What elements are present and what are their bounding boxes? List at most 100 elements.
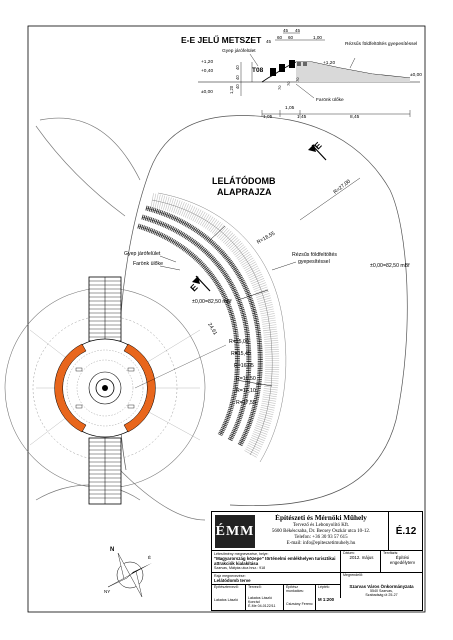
step-1: 70	[277, 85, 282, 90]
section-label-rezsu: Rézsűs földfeltöltés gyepesítéssel	[345, 41, 417, 47]
drawing-label: Rajz megnevezése:	[214, 574, 246, 578]
section-mark-top: E	[308, 140, 327, 161]
dim-top-2: 45	[283, 28, 289, 33]
client-label: Megrendelő:	[343, 573, 363, 577]
plan-label-faronk: Farönk ülőke	[133, 261, 163, 267]
sheet-number-cell: É.12	[388, 512, 423, 550]
people-row: Építésztervező: Lakatos László Tervező: …	[212, 584, 340, 611]
compass-north: N	[110, 547, 114, 553]
plan-title-2: ALAPRAJZA	[217, 187, 272, 197]
mound-outline	[118, 115, 408, 506]
structural-cell: Építész munkatárs: Csizsány Ferenc	[283, 585, 315, 611]
client-label-cell: Megrendelő:	[340, 573, 422, 584]
firm-name: Építészeti és Mérnöki Műhely	[275, 514, 367, 522]
plan-title-1: LELÁTÓDOMB	[212, 175, 276, 186]
client-row: Szarvas Város Önkormányzata 5540 Szarvas…	[340, 584, 422, 598]
logo-text: ÉMM	[215, 523, 255, 539]
step-2: 70	[286, 81, 291, 86]
central-tower	[54, 338, 156, 438]
plan-label-gyep: Gyep járófelület	[124, 251, 161, 257]
drawing-row: Rajz megnevezése: Lelátódomb terve Megre…	[212, 572, 422, 584]
firm-email: E-mail: info@epiteszetimuhely.hu	[286, 541, 356, 546]
project-title: "Magyarország közepe" történelmi emlékhe…	[214, 556, 336, 566]
plan-level-left: ±0,00=82,50 mBf	[192, 299, 232, 305]
section-tag: T08	[252, 67, 264, 74]
radius-1650: R=16,50	[236, 376, 256, 382]
vdim-1: 1,20	[229, 85, 234, 94]
radius-1605: R=16,05	[234, 363, 254, 369]
top-dimension-chain: 45 45 60 60 45 1,00	[266, 28, 325, 44]
firm-info: Építészeti és Mérnöki Műhely Tervező és …	[257, 514, 385, 550]
architect-name: Lakatos László	[214, 598, 238, 602]
road-curve-bottom-2	[119, 469, 206, 521]
scale-cell: Lépték: M 1:200	[315, 585, 340, 611]
sheet-border	[27, 25, 426, 613]
compass-nw: NY	[104, 589, 110, 594]
vertical-dimensions: 1,20 40 40 40	[229, 65, 240, 94]
log-seats-section	[270, 60, 307, 76]
designer-label: Tervező:	[248, 585, 262, 589]
level-5: ±0,00	[410, 72, 422, 78]
section-ee: E-E JELŰ METSZET 45 45 60 60 45 1,00 T08	[181, 28, 422, 120]
site-plan: LELÁTÓDOMB ALAPRAJZA E E R=27,00 R=18,55…	[4, 115, 410, 521]
vdim-4: 40	[235, 84, 240, 89]
client-name: Szarvas Város Önkormányzata	[349, 584, 414, 589]
firm-sub: Tervező és Lebonyolító Kft.	[292, 523, 350, 528]
firm-logo: ÉMM	[215, 515, 255, 548]
section-mark-top-label: E	[312, 140, 323, 151]
section-mark-bottom: E	[188, 275, 211, 293]
bottom-dimension-chain: 1,05 1,05 1,45 8,45	[261, 105, 411, 120]
client-addr2: Szabadság út 25-27	[365, 593, 398, 597]
designer-cell: Tervező: Lakatos László Konrád É-Me 04-0…	[245, 585, 283, 611]
north-arrow: N NY É	[104, 547, 152, 598]
level-2: +0,40	[201, 68, 213, 74]
date-value: 2012. május	[349, 555, 374, 560]
structural-name: Csizsány Ferenc	[286, 602, 313, 606]
bdim-3: 1,45	[297, 114, 307, 120]
dim-top-1: 45	[266, 39, 272, 44]
radius-1755: R=17,55	[236, 400, 256, 406]
dim-top-3: 60	[277, 35, 283, 40]
radius-1710: R=17,10	[236, 388, 256, 394]
vdim-2: 40	[235, 75, 240, 80]
firm-address: 5600 Békéscsaba, Dr. Becsey Oszkár utca …	[271, 529, 371, 534]
bdim-1: 1,05	[285, 105, 295, 111]
scale-value: M 1:200	[318, 597, 335, 602]
phase-value: Építési engedélyterv	[389, 555, 416, 565]
vdim-3: 40	[235, 65, 240, 70]
level-1: +1,20	[201, 59, 213, 65]
drawing-value: Lelátódomb terve	[214, 578, 251, 583]
section-title: E-E JELŰ METSZET	[181, 34, 262, 45]
radius-1500: R=15,00	[229, 339, 249, 345]
stairs-south	[88, 437, 122, 505]
radius-1545: R=15,45	[231, 351, 251, 357]
stairs-north	[88, 276, 122, 342]
sheet-number: É.12	[395, 525, 417, 537]
orange-wall-left	[54, 343, 87, 433]
radius-27: R=27,00	[333, 179, 352, 196]
designer-name: Lakatos László Konrád	[248, 596, 272, 604]
road-curve-top-2	[39, 117, 141, 181]
project-row: Létesítmény megnevezése, helye: "Magyaro…	[212, 550, 422, 572]
firm-phone: Telefon: +36 30 93 57 615	[294, 535, 348, 540]
client-addr1: 5540 Szarvas,	[370, 589, 393, 593]
date-cell: Dátum: 2012. május	[340, 551, 380, 572]
section-label-faronk: Farönk ülőke	[316, 97, 344, 103]
dim-top-6: 1,00	[313, 35, 322, 40]
project-place: Szarvas, Mátyás utca hrsz.: 918	[214, 566, 266, 570]
section-mark-bottom-label: E	[188, 282, 199, 293]
orange-wall-right	[123, 343, 156, 433]
plan-label-rezsu-1: Rézsűs földfeltöltés	[292, 252, 337, 258]
section-levels: +1,20 +0,40 ±0,00 +1,20 ±0,00	[201, 59, 422, 95]
plan-label-rezsu-2: gyepesítéssel	[298, 259, 330, 265]
section-label-gyep: Gyep járófelület	[222, 48, 256, 54]
phase-label: Tervfázis:	[383, 551, 399, 555]
dim-top-4: 60	[288, 35, 294, 40]
seating-arcs	[137, 192, 287, 463]
road-curve-top	[35, 125, 126, 217]
phase-cell: Tervfázis: Építési engedélyterv	[380, 551, 422, 572]
mound-fill	[296, 62, 410, 82]
title-block: ÉMM Építészeti és Mérnöki Műhely Tervező…	[211, 511, 423, 611]
dim-top-5: 45	[295, 28, 301, 33]
